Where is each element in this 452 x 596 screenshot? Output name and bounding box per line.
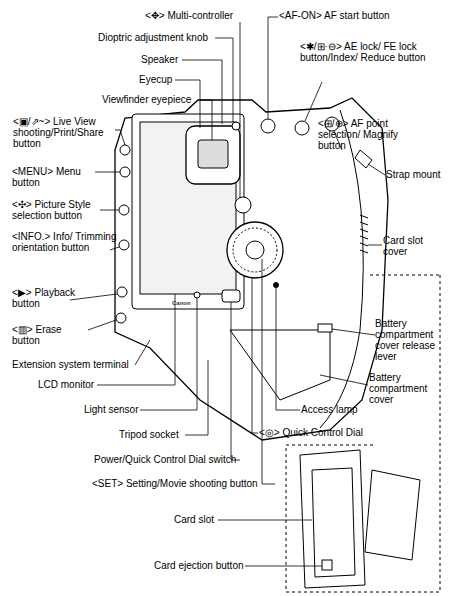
dioptric-knob — [232, 122, 240, 130]
quick-control-dial — [227, 222, 283, 278]
part-label: Access lamp — [301, 404, 366, 415]
part-label: Light sensor — [84, 404, 144, 415]
ae-lock-button — [295, 121, 309, 135]
battery-release-lever — [318, 324, 332, 332]
part-label: <MENU> Menu button — [12, 166, 107, 188]
part-label: <✥> Multi-controller — [145, 10, 295, 21]
part-label: Speaker — [141, 54, 186, 65]
part-label: <▶> Playback button — [12, 287, 77, 309]
part-label: <⊞/⊕> AF point selection/ Magnify button — [318, 118, 428, 151]
part-label: Dioptric adjustment knob — [98, 32, 216, 43]
access-lamp — [274, 283, 279, 288]
part-label: <▥> Erase button — [12, 324, 92, 346]
part-label: <◎> Quick Control Dial — [259, 427, 399, 438]
part-label: LCD monitor — [38, 379, 100, 390]
info-button — [119, 240, 129, 250]
erase-button — [116, 313, 126, 323]
part-label: Extension system terminal — [12, 359, 142, 370]
part-label: <▣/⇗~> Live View shooting/Print/Share bu… — [13, 116, 123, 149]
part-label: Card ejection button — [154, 560, 254, 571]
part-label: Power/Quick Control Dial switch — [94, 454, 244, 465]
af-on-button — [261, 119, 275, 133]
card-slot-cover-lines — [360, 215, 368, 253]
dial-ring — [233, 228, 277, 272]
live-view-button — [120, 145, 130, 155]
part-label: Battery compartment cover release lever — [375, 318, 447, 362]
set-button — [246, 241, 264, 259]
inset-door — [300, 450, 365, 588]
part-label: Battery compartment cover — [369, 372, 447, 405]
multi-controller — [235, 197, 251, 213]
part-label: Eyecup — [139, 74, 179, 85]
inset-card — [365, 470, 420, 560]
menu-button — [120, 167, 130, 177]
camera-body — [115, 98, 388, 440]
power-switch — [222, 290, 240, 302]
part-label: Strap mount — [386, 169, 446, 180]
part-label: <✱/⊞·⊖> AE lock/ FE lock button/Index/ R… — [300, 41, 430, 63]
part-label: Viewfinder eyepiece — [102, 94, 202, 105]
part-label: <INFO.> Info/ Trimming orientation butto… — [12, 231, 122, 253]
eyepiece-window — [198, 140, 228, 168]
light-sensor — [194, 292, 200, 298]
battery-cover — [230, 330, 330, 400]
part-label: Tripod socket — [119, 429, 189, 440]
part-label: <AF-ON> AF start button — [279, 10, 404, 21]
brand-logo: Canon — [172, 300, 202, 307]
lcd-bezel — [132, 114, 244, 309]
part-label: <SET> Setting/Movie shooting button — [92, 478, 282, 489]
part-label: Card slot — [174, 514, 224, 525]
card-ejection-button — [322, 560, 332, 570]
inset-slot — [312, 468, 355, 577]
playback-button — [117, 287, 127, 297]
part-label: <✣> Picture Style selection button — [12, 199, 112, 221]
eyecup — [186, 126, 240, 184]
picture-style-button — [119, 205, 129, 215]
leader-lines — [70, 17, 385, 566]
part-label: Card slot cover — [383, 235, 438, 257]
